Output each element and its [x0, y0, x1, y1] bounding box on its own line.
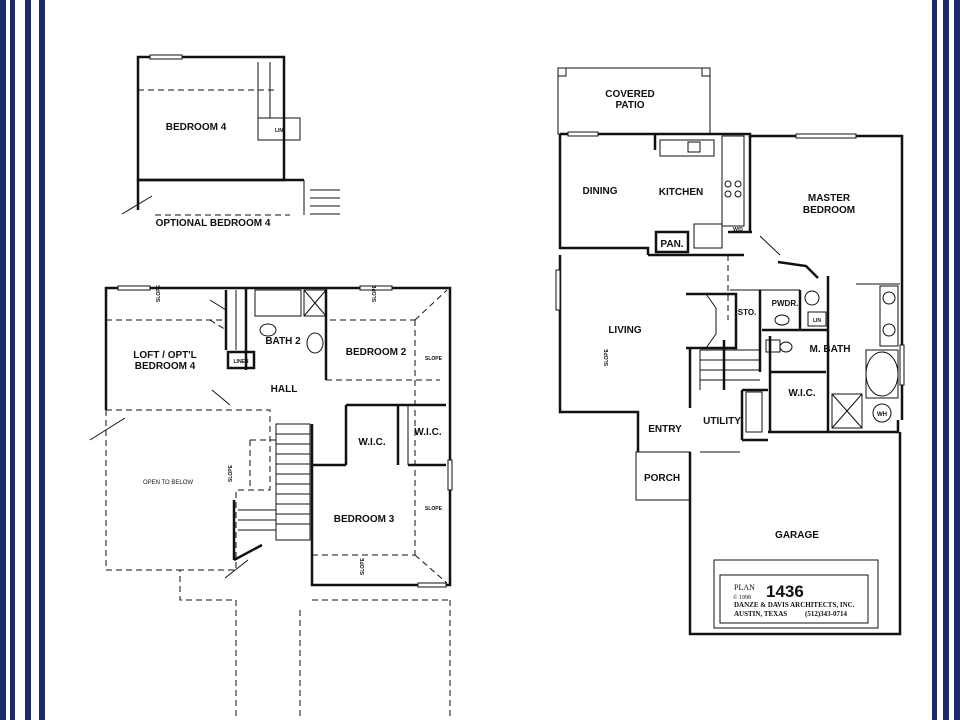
covered-patio-line2: PATIO: [615, 100, 644, 111]
title-block: PLAN 1436 © 1998 DANZE & DAVIS ARCHITECT…: [713, 559, 879, 629]
entry-label: ENTRY: [648, 424, 682, 435]
bath2-label: BATH 2: [265, 336, 301, 347]
main-floor-plan: COVERED PATIO DINING KITCHEN MASTER BEDR…: [555, 67, 905, 636]
dining-label: DINING: [583, 186, 618, 197]
firm-name: DANZE & DAVIS ARCHITECTS, INC.: [734, 601, 855, 609]
master-bedroom-line1: MASTER: [808, 193, 851, 204]
storage-label: STO.: [738, 308, 757, 317]
left-border-stripe-1: [0, 0, 6, 720]
slope-label-6: SLOPE: [228, 464, 234, 482]
loft-label-line2: BEDROOM 4: [135, 361, 196, 372]
bedroom4-label: BEDROOM 4: [166, 122, 227, 133]
pantry-label: PAN.: [660, 239, 683, 250]
firm-phone: (512)343-0714: [805, 610, 847, 618]
copyright-text: © 1998: [733, 594, 751, 601]
wic-a-label: W.I.C.: [358, 437, 385, 448]
slope-label-4: SLOPE: [425, 506, 443, 512]
optional-bedroom4-title: OPTIONAL BEDROOM 4: [156, 218, 271, 229]
left-border-stripe-3: [25, 0, 31, 720]
wic-b-label: W.I.C.: [414, 427, 441, 438]
porch-label: PORCH: [644, 473, 680, 484]
open-to-below-label: OPEN TO BELOW: [143, 480, 193, 486]
kitchen-label: KITCHEN: [659, 187, 703, 198]
utility-label: UTILITY: [703, 416, 741, 427]
optional-bedroom4-plan: BEDROOM 4 LIN OPTIONAL BEDROOM 4: [121, 54, 340, 229]
right-border-stripe-3: [954, 0, 960, 720]
lin-label: LIN: [813, 318, 821, 324]
garage-label: GARAGE: [775, 530, 819, 541]
slope-label-5: SLOPE: [360, 557, 366, 575]
main-slope-label: SLOPE: [604, 348, 610, 366]
firm-city: AUSTIN, TEXAS: [734, 610, 787, 618]
right-border-stripe-2: [943, 0, 949, 720]
slope-label-2: SLOPE: [372, 284, 378, 302]
wic-main-label: W.I.C.: [788, 388, 815, 399]
living-label: LIVING: [608, 325, 642, 336]
left-border-stripe-2: [10, 0, 15, 720]
slope-label-3: SLOPE: [425, 356, 443, 362]
linen2-label: LINEN: [234, 359, 249, 365]
plan-number: 1436: [766, 582, 804, 601]
covered-patio-line1: COVERED: [605, 89, 654, 100]
master-bedroom-line2: BEDROOM: [803, 205, 855, 216]
powder-label: PWDR.: [772, 299, 799, 308]
plan-label: PLAN: [734, 583, 755, 592]
right-border-stripe-1: [932, 0, 937, 720]
water-heater-label: WH: [877, 412, 887, 418]
left-border-stripe-4: [39, 0, 45, 720]
bedroom2-label: BEDROOM 2: [346, 347, 407, 358]
slope-label-1: SLOPE: [156, 284, 162, 302]
linen-label: LIN: [275, 128, 283, 134]
hall-label: HALL: [271, 384, 298, 395]
loft-label-line1: LOFT / OPT'L: [133, 350, 196, 361]
bedroom3-label: BEDROOM 3: [334, 514, 395, 525]
wd-label: W/D: [733, 227, 743, 233]
upper-floor-plan: LOFT / OPT'L BEDROOM 4 BATH 2 BEDROOM 2 …: [89, 284, 453, 720]
master-bath-label: M. BATH: [810, 344, 851, 355]
